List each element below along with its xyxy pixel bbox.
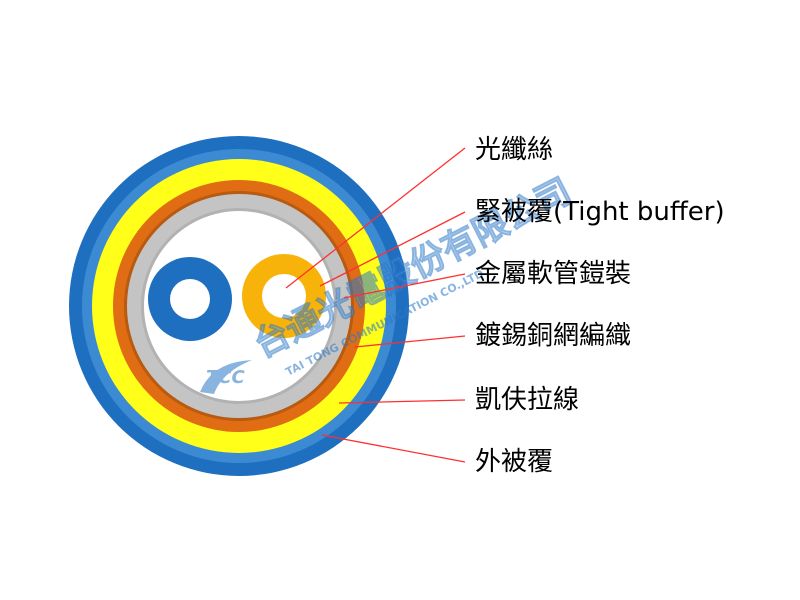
leader-line-fiber: [285, 147, 466, 289]
label-fiber: 光纖絲: [475, 135, 553, 165]
tcc-logo-swoosh: [200, 360, 252, 394]
label-jacket: 外被覆: [475, 447, 553, 477]
leader-lines: [285, 147, 466, 463]
leader-line-armor: [343, 273, 466, 299]
leader-line-kevlar: [338, 399, 466, 404]
blue-fiber-core: [170, 279, 210, 319]
label-kevlar: 凱伕拉線: [475, 385, 579, 415]
tcc-logo-text: TCC: [206, 367, 245, 388]
leader-line-tight-buffer: [319, 211, 466, 287]
tcc-logo: TCC: [200, 360, 252, 394]
label-tight-buffer: 緊被覆(Tight buffer): [475, 197, 725, 227]
cable-cross-section: [69, 136, 409, 476]
leader-line-braid: [354, 335, 466, 348]
label-armor: 金屬軟管鎧裝: [475, 259, 631, 289]
orange-fiber-core: [262, 274, 306, 318]
label-braid: 鍍錫銅網編織: [475, 321, 631, 351]
leader-line-jacket: [321, 434, 466, 463]
component-labels: 光纖絲 緊被覆(Tight buffer) 金屬軟管鎧裝 鍍錫銅網編織 凱伕拉線…: [475, 135, 725, 477]
